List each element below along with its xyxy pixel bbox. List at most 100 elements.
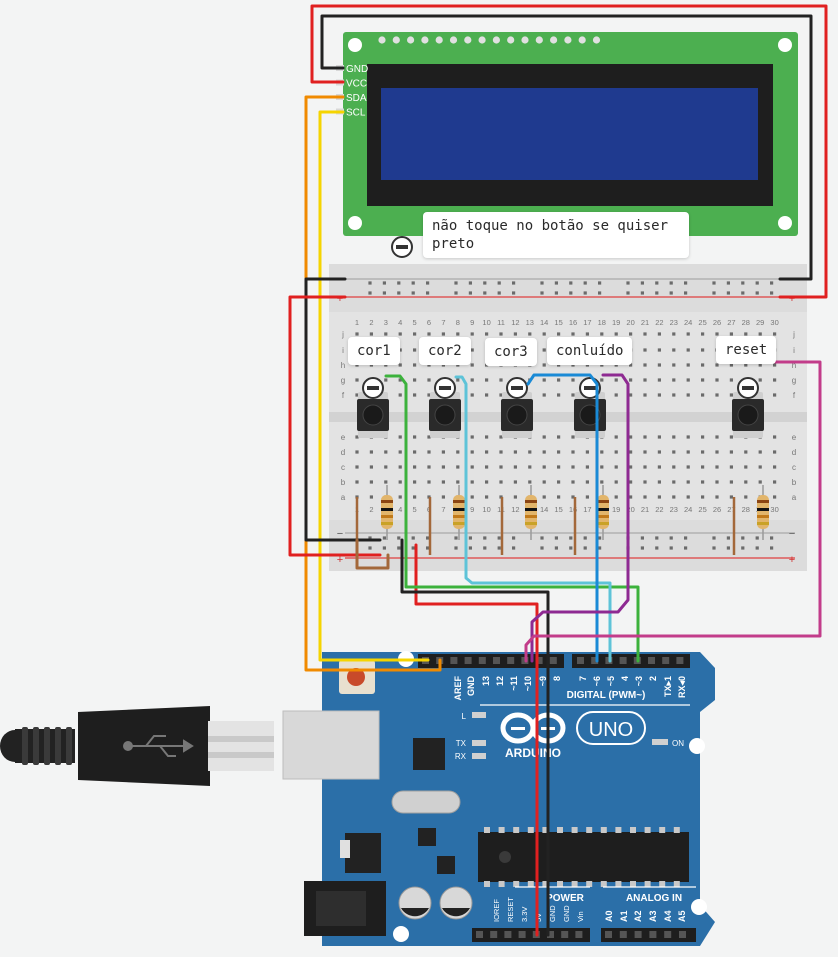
lcd-header-pin — [478, 36, 486, 44]
button-cap[interactable] — [362, 404, 384, 426]
button-label-cor3: cor3 — [494, 344, 528, 360]
row-letter: h — [341, 361, 345, 370]
column-number: 16 — [569, 318, 577, 327]
usb-cable-rib — [66, 727, 72, 765]
breadboard-hole — [629, 393, 633, 397]
chip-pin — [659, 881, 666, 887]
led-label: RX — [455, 752, 467, 761]
wire-brown-jumper — [355, 538, 390, 570]
row-letter: j — [792, 330, 795, 339]
breadboard-hole — [744, 332, 748, 336]
push-button-3[interactable] — [501, 377, 533, 438]
breadboard-hole — [715, 363, 719, 367]
resistor — [381, 495, 393, 529]
button-marker-minus — [367, 386, 379, 390]
chip-pin — [498, 881, 505, 887]
push-button-2[interactable] — [429, 377, 461, 438]
column-number: 2 — [369, 318, 373, 327]
breadboard-rail-hole — [669, 536, 673, 540]
column-number: 20 — [626, 318, 634, 327]
breadboard-hole — [643, 378, 647, 382]
breadboard-hole — [715, 435, 719, 439]
breadboard-hole — [758, 450, 762, 454]
breadboard-hole — [413, 435, 417, 439]
wire-reset — [524, 360, 822, 663]
lcd-header-pin — [592, 36, 601, 44]
breadboard-hole — [499, 393, 503, 397]
resistor — [757, 495, 769, 529]
breadboard-hole — [758, 363, 762, 367]
chip-pin — [615, 881, 622, 887]
resistor — [597, 495, 609, 529]
breadboard-hole — [413, 465, 417, 469]
button-cap[interactable] — [579, 404, 601, 426]
breadboard-hole — [701, 378, 705, 382]
breadboard-hole — [686, 348, 690, 352]
button-cap[interactable] — [506, 404, 528, 426]
button-label-concluido: conluído — [556, 343, 624, 359]
digital-pin-label: ~5 — [606, 676, 616, 686]
breadboard-rail-hole — [655, 546, 659, 550]
breadboard-hole — [470, 480, 474, 484]
breadboard-hole — [571, 378, 575, 382]
breadboard-rail-hole — [426, 546, 430, 550]
header-hole — [476, 931, 483, 938]
column-number: 7 — [441, 505, 445, 514]
breadboard-hole — [398, 363, 402, 367]
breadboard-hole — [413, 348, 417, 352]
button-cap[interactable] — [737, 404, 759, 426]
breadboard-hole — [470, 465, 474, 469]
lcd-note-marker[interactable] — [391, 236, 413, 258]
breadboard-hole — [398, 465, 402, 469]
lcd-header-pin — [507, 36, 515, 44]
breadboard-hole — [571, 435, 575, 439]
lcd-header-pin — [378, 36, 386, 44]
breadboard-hole — [715, 495, 719, 499]
breadboard-rail-hole — [741, 291, 745, 295]
rail-sign: + — [789, 293, 795, 305]
column-number: 30 — [770, 318, 778, 327]
breadboard-hole — [441, 332, 445, 336]
button-cap[interactable] — [434, 404, 456, 426]
wire-cor3 — [526, 373, 599, 663]
breadboard-hole — [701, 332, 705, 336]
breadboard-hole — [571, 332, 575, 336]
chip-pin — [600, 827, 607, 833]
breadboard-hole — [398, 393, 402, 397]
column-number: 5 — [413, 318, 417, 327]
resistor-band — [453, 508, 465, 511]
breadboard-hole — [672, 450, 676, 454]
breadboard-hole — [441, 495, 445, 499]
button-callout-cor1: cor1 — [348, 337, 400, 365]
breadboard-hole — [600, 378, 604, 382]
breadboard-hole — [629, 378, 633, 382]
breadboard-hole — [557, 435, 561, 439]
lcd-header-pin — [564, 36, 572, 44]
breadboard-hole — [758, 332, 762, 336]
breadboard-hole — [427, 465, 431, 469]
push-button-5[interactable] — [732, 377, 764, 438]
breadboard-hole — [715, 450, 719, 454]
breadboard-hole — [571, 363, 575, 367]
resistor-band — [525, 500, 537, 503]
breadboard-hole — [369, 363, 373, 367]
breadboard-rail-hole — [468, 291, 472, 295]
breadboard-hole — [629, 435, 633, 439]
breadboard-hole — [557, 465, 561, 469]
wire-lcd-gnd — [320, 14, 813, 281]
row-letter: c — [792, 463, 796, 472]
push-button-1[interactable] — [357, 377, 389, 438]
column-number: 26 — [713, 505, 721, 514]
breadboard-rail-hole — [684, 536, 688, 540]
reset-button[interactable] — [347, 668, 365, 686]
breadboard-hole — [758, 480, 762, 484]
breadboard-rail-hole — [569, 291, 573, 295]
digital-pin-label: 12 — [495, 676, 505, 686]
breadboard-rail-hole — [382, 546, 386, 550]
column-number: 21 — [641, 505, 649, 514]
header-hole — [547, 931, 554, 938]
resistor-band — [381, 508, 393, 511]
row-letter: e — [341, 433, 346, 442]
